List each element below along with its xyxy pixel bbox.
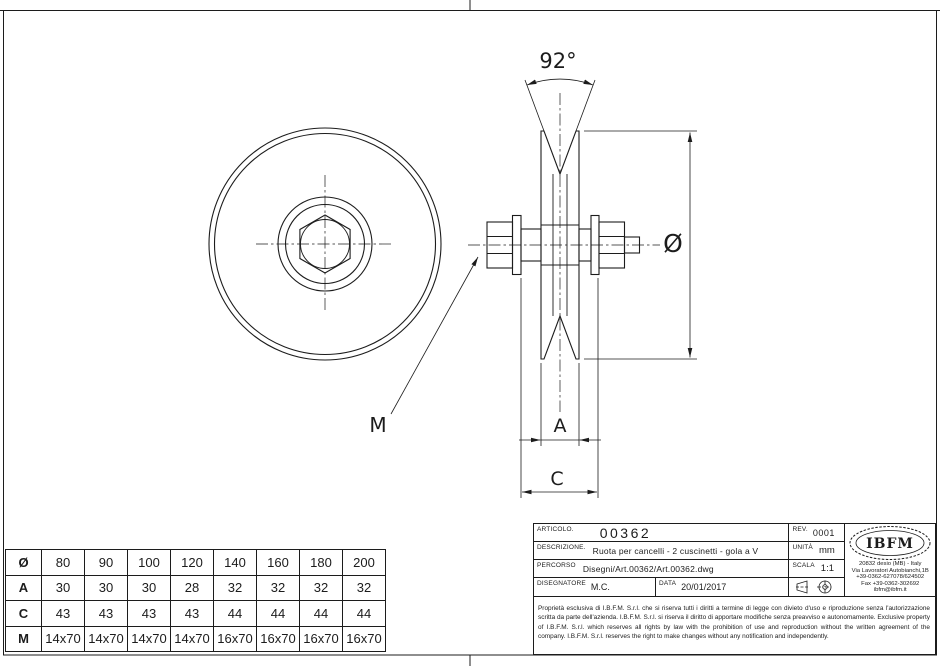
diameter-dimension-label: Ø <box>663 229 683 258</box>
rev-field: REV. 0001 <box>789 524 844 541</box>
table-cell: 14x70 <box>127 625 171 652</box>
table-cell: 16x70 <box>342 625 386 652</box>
disegnatore-field: DISEGNATORE M.C. <box>534 578 656 596</box>
center-crosshair <box>256 175 394 313</box>
row-header-a: A <box>5 574 42 601</box>
bolt-leader <box>390 256 479 415</box>
dim-c-label: C <box>550 468 563 490</box>
table-cell: 14x70 <box>41 625 85 652</box>
percorso-value: Disegni/Art.00362/Art.00362.dwg <box>582 563 714 574</box>
row-header-diameter: Ø <box>5 549 42 576</box>
table-cell: 32 <box>342 574 386 601</box>
wheel-section-outline <box>540 130 580 360</box>
table-row-a: A 30 30 30 28 32 32 32 32 <box>5 574 386 601</box>
table-row-c: C 43 43 43 43 44 44 44 44 <box>5 600 386 627</box>
projection-symbol-icon <box>795 580 833 594</box>
table-cell: 200 <box>342 549 386 576</box>
dimension-table: Ø 80 90 100 120 140 160 180 200 A 30 30 … <box>5 549 386 652</box>
table-cell: 32 <box>256 574 300 601</box>
wheel-outer-circle <box>208 127 442 361</box>
legal-notice: Proprietà esclusiva di I.B.F.M. S.r.l. c… <box>534 596 935 654</box>
table-cell: 16x70 <box>256 625 300 652</box>
bolt-thread-end <box>623 236 641 254</box>
table-cell: 43 <box>170 600 214 627</box>
dimension-diameter <box>584 130 697 360</box>
table-cell: 32 <box>213 574 257 601</box>
side-centerlines <box>468 93 660 412</box>
data-value: 20/01/2017 <box>681 582 727 592</box>
table-cell: 44 <box>299 600 343 627</box>
angle-annotation <box>524 78 596 132</box>
address-line: +39-0362-627078/624502 <box>856 574 925 581</box>
unita-value: mm <box>818 545 835 556</box>
table-cell: 14x70 <box>84 625 128 652</box>
unita-label: UNITÀ <box>792 544 813 551</box>
table-cell: 16x70 <box>213 625 257 652</box>
row-header-m: M <box>5 625 42 652</box>
unita-field: UNITÀ mm <box>789 542 844 559</box>
disegnatore-value: M.C. <box>590 582 610 592</box>
table-cell: 28 <box>170 574 214 601</box>
address-line: 20832 desio (MB) - Italy <box>858 561 922 567</box>
scala-field: SCALA 1:1 <box>789 560 844 577</box>
scala-value: 1:1 <box>820 563 834 574</box>
front-view <box>208 127 442 361</box>
table-cell: 160 <box>256 549 300 576</box>
table-cell: 44 <box>342 600 386 627</box>
articolo-field: ARTICOLO. 00362 <box>534 524 790 541</box>
table-cell: 44 <box>256 600 300 627</box>
bolt-size-label: M <box>369 413 386 437</box>
percorso-field: PERCORSO Disegni/Art.00362/Art.00362.dwg <box>534 560 790 577</box>
projection-symbol-cell <box>789 578 844 596</box>
rev-label: REV. <box>792 526 808 533</box>
table-cell: 44 <box>213 600 257 627</box>
address-line: ibfm@ibfm.it <box>873 587 907 594</box>
data-label: DATA <box>659 580 677 587</box>
table-row-m: M 14x70 14x70 14x70 14x70 16x70 16x70 16… <box>5 625 386 652</box>
data-field: DATA 20/01/2017 <box>656 578 790 596</box>
dimension-c <box>520 278 599 498</box>
logo-text: IBFM <box>866 536 914 552</box>
angle-dimension-label: 92° <box>539 49 576 73</box>
table-cell: 90 <box>84 549 128 576</box>
table-cell: 120 <box>170 549 214 576</box>
table-cell: 14x70 <box>170 625 214 652</box>
articolo-label: ARTICOLO. <box>537 526 574 533</box>
dim-a-label: A <box>554 415 567 437</box>
dimension-a <box>519 363 601 446</box>
descrizione-value: Ruota per cancelli - 2 cuscinetti - gola… <box>592 545 759 556</box>
address-line: Fax +39-0362-302692 <box>861 580 920 587</box>
table-cell: 30 <box>127 574 171 601</box>
table-cell: 32 <box>299 574 343 601</box>
rev-value: 0001 <box>812 527 835 538</box>
table-cell: 43 <box>84 600 128 627</box>
disegnatore-label: DISEGNATORE <box>537 580 586 587</box>
bolt-head-side <box>486 221 514 269</box>
row-header-c: C <box>5 600 42 627</box>
descrizione-label: DESCRIZIONE. <box>537 544 586 551</box>
percorso-label: PERCORSO <box>537 562 576 569</box>
table-cell: 16x70 <box>299 625 343 652</box>
articolo-value: 00362 <box>599 524 652 541</box>
ibfm-logo-icon: IBFM <box>849 526 931 560</box>
table-cell: 43 <box>127 600 171 627</box>
company-address: 20832 desio (MB) - Italy Via Lavoratori … <box>852 561 929 594</box>
table-cell: 140 <box>213 549 257 576</box>
table-cell: 43 <box>41 600 85 627</box>
descrizione-field: DESCRIZIONE. Ruota per cancelli - 2 cusc… <box>534 542 790 559</box>
table-cell: 30 <box>41 574 85 601</box>
table-cell: 80 <box>41 549 85 576</box>
side-view <box>468 93 660 412</box>
table-cell: 180 <box>299 549 343 576</box>
title-block: ARTICOLO. 00362 REV. 0001 DESCRIZIONE. R… <box>533 523 936 655</box>
address-line: Via Lavoratori Autobianchi,1B <box>851 567 929 574</box>
table-row-diameter: Ø 80 90 100 120 140 160 180 200 <box>5 549 386 576</box>
table-cell: 30 <box>84 574 128 601</box>
wheel-rim-circle <box>213 132 437 356</box>
table-cell: 100 <box>127 549 171 576</box>
scala-label: SCALA <box>792 562 815 569</box>
company-logo: IBFM 20832 desio (MB) - Italy Via Lavora… <box>844 524 935 596</box>
